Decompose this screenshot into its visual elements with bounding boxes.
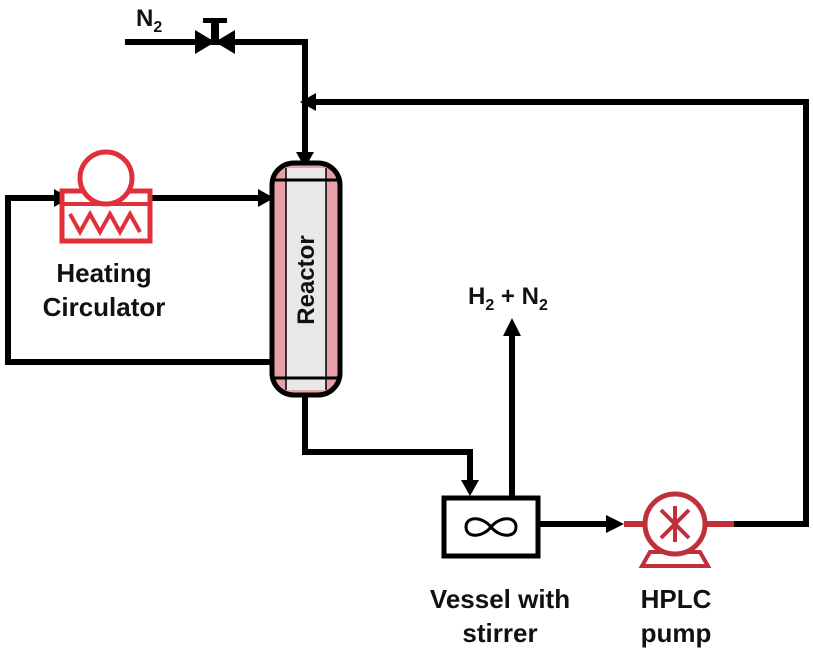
offgas-label: H2 + N2 — [468, 283, 548, 314]
pump-rotor-icon — [659, 506, 691, 542]
n2-subscript: 2 — [153, 19, 162, 36]
reactor-jacket-arrow — [258, 189, 274, 207]
pump-inlet-arrow — [606, 515, 624, 533]
plus-n2-text: + N — [494, 283, 539, 310]
product-n2-subscript: 2 — [539, 297, 548, 314]
n2-symbol: N — [136, 5, 153, 32]
heating-circulator — [59, 149, 153, 244]
vessel-inlet-arrow — [461, 480, 479, 496]
n2-feed-label: N2 — [136, 5, 162, 36]
hplc-pump — [624, 491, 734, 568]
reactor-outlet-line — [302, 389, 473, 483]
vessel-label-line1: Vessel with — [430, 584, 570, 614]
stirrer-icon — [464, 517, 518, 537]
h2-subscript: 2 — [485, 297, 494, 314]
heating-circulator-label-line2: Circulator — [43, 292, 166, 322]
reactor-inlet-arrow — [296, 152, 314, 168]
n2-valve-icon — [195, 18, 235, 54]
offgas-arrow — [503, 318, 521, 336]
recycle-merge-arrow — [300, 93, 316, 111]
vessel-label-line2: stirrer — [462, 618, 537, 648]
pump-label-line1: HPLC — [641, 584, 712, 614]
reactor-label: Reactor — [293, 235, 320, 324]
n2-feed-line — [125, 39, 308, 163]
heating-supply-line — [5, 195, 63, 365]
stirred-vessel — [441, 495, 541, 559]
recycle-line — [309, 99, 809, 527]
pump-label-line2: pump — [641, 618, 712, 648]
h2-symbol: H — [468, 283, 485, 310]
reactor: Reactor — [269, 160, 343, 398]
heating-circulator-label-line1: Heating — [56, 258, 151, 288]
